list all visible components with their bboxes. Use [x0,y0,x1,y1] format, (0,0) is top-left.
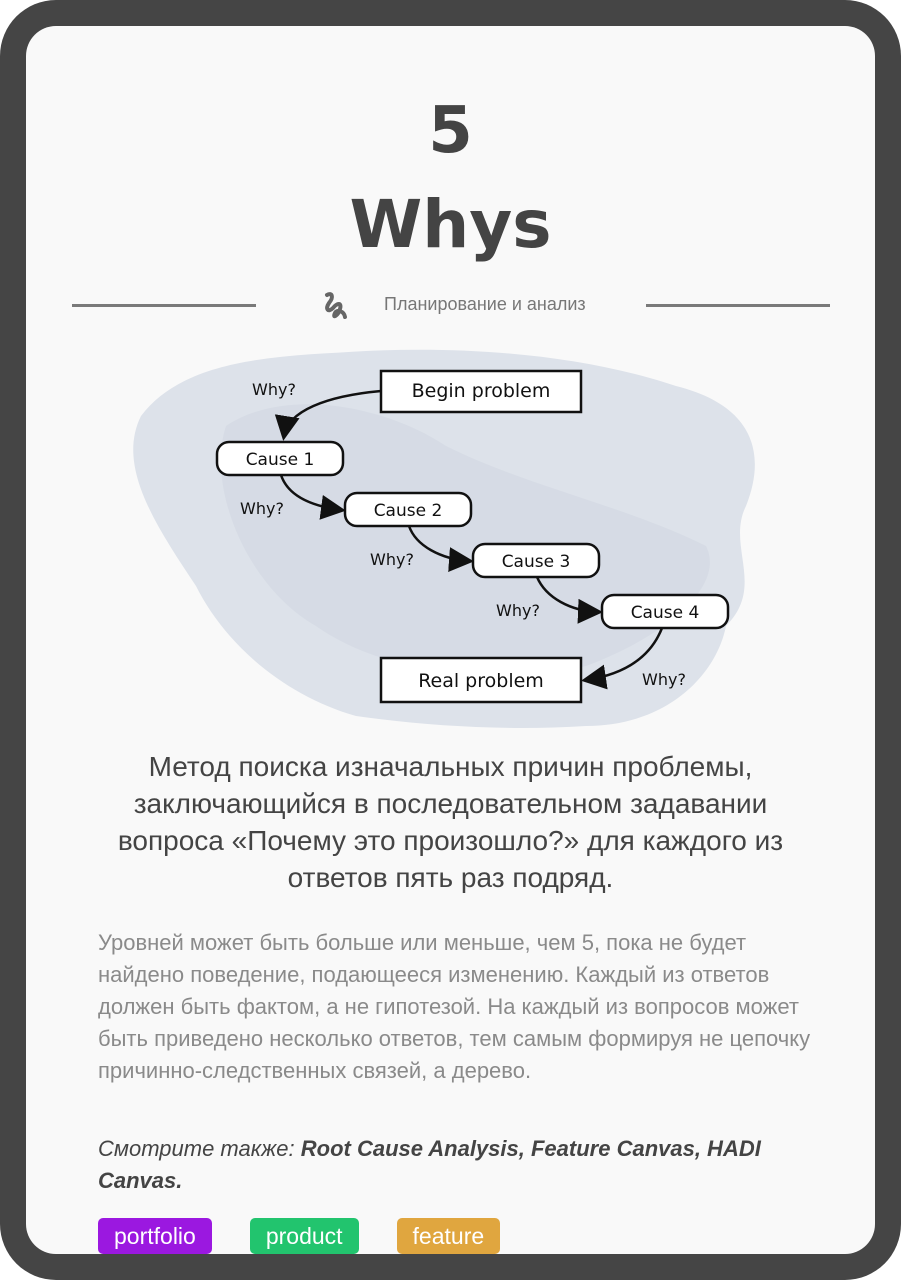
node-cause-4: Cause 4 [631,603,700,623]
body-description: Уровней может быть больше или меньше, че… [98,930,811,1083]
tag-portfolio[interactable]: portfolio [98,1218,212,1254]
tag-list: portfolio product feature [98,1218,501,1254]
squiggle-icon [325,292,347,319]
node-begin-problem: Begin problem [412,380,551,402]
tag-feature[interactable]: feature [396,1218,501,1254]
method-card: 5 Whys Планирование и анализ Begin probl [26,26,875,1254]
why-label: Why? [240,499,284,518]
why-label: Why? [496,601,540,620]
see-also-label: Смотрите также: [98,1136,295,1161]
see-also: Смотрите также: Root Cause Analysis, Fea… [98,1133,815,1197]
see-also-links[interactable]: Root Cause Analysis, Feature Canvas, HAD… [98,1136,761,1193]
category-label: Планирование и анализ [384,294,586,314]
why-label: Why? [370,550,414,569]
lead-description: Метод поиска изначальных причин проблемы… [117,751,784,893]
five-whys-diagram: Begin problem Cause 1 Cause 2 Cause 3 Ca… [133,349,755,728]
divider-left [72,304,256,307]
tag-product[interactable]: product [249,1218,359,1254]
card-title: Whys [349,186,552,263]
why-label: Why? [252,380,296,399]
node-cause-1: Cause 1 [246,450,315,470]
card-number: 5 [428,94,473,168]
node-cause-2: Cause 2 [374,501,443,521]
divider-right [646,304,830,307]
node-real-problem: Real problem [418,670,544,692]
why-label: Why? [642,670,686,689]
node-cause-3: Cause 3 [502,552,571,572]
